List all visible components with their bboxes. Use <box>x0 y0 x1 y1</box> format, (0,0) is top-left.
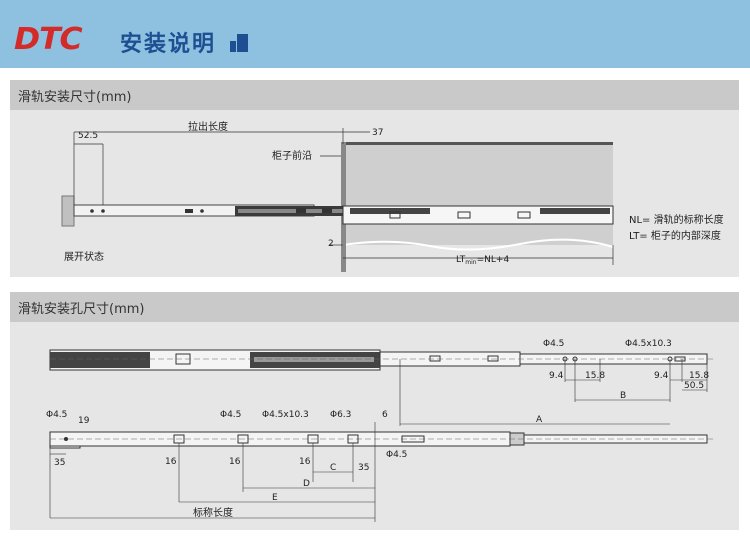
phi45x103-label-a: Φ4.5x10.3 <box>625 339 672 349</box>
mounting-holes-diagram: Φ4.5 Φ4.5x10.3 9.4 15.8 9.4 15.8 50.5 B … <box>46 339 715 522</box>
title-square-icon <box>230 34 248 52</box>
hole-marker <box>517 211 531 219</box>
hole-marker <box>90 209 94 213</box>
hole-marker <box>487 355 499 362</box>
dim-50-5-label: 50.5 <box>684 381 704 391</box>
hole-marker <box>296 208 306 213</box>
cabinet-front-label: 柜子前沿 <box>272 149 312 162</box>
dim-35-label-left: 35 <box>54 458 65 468</box>
dim-E-label: E <box>272 493 278 503</box>
phi45-label-b: Φ4.5 <box>46 410 67 420</box>
hole-marker <box>322 208 332 213</box>
dim-16-label-b: 16 <box>229 457 241 467</box>
dim-6-label: 6 <box>382 410 388 420</box>
hole-marker <box>389 211 401 219</box>
hole-marker <box>101 209 105 213</box>
outer-member-end <box>540 208 610 214</box>
pull-out-length-label: 拉出长度 <box>188 120 228 133</box>
dim-19-label: 19 <box>78 416 90 426</box>
dim-A-label: A <box>536 415 543 425</box>
extended-slide-diagram: 52.5 拉出长度 37 柜子前沿 2 展开状态 LTmin=NL+4 NL= … <box>61 120 724 272</box>
mounting-holes-panel: 滑轨安装孔尺寸(mm) Φ4.5 Φ4.5x10.3 9.4 15.8 9.4 … <box>10 292 739 530</box>
lt-formula-subscript: min <box>465 259 477 266</box>
phi45-label-d: Φ4.5 <box>386 450 407 460</box>
outer-member-ball-cage <box>350 208 430 214</box>
section-title: 滑轨安装孔尺寸(mm) <box>18 302 145 317</box>
brand-logo: DTC <box>14 22 83 57</box>
dim-C-label: C <box>330 463 336 473</box>
phi45x103-label-b: Φ4.5x10.3 <box>262 410 309 420</box>
svg-text:LTmin=NL+4: LTmin=NL+4 <box>456 255 509 266</box>
dim-9-4-label-a: 9.4 <box>549 371 564 381</box>
legend-lt: LT= 柜子的内部深度 <box>629 229 721 242</box>
phi63-label: Φ6.3 <box>330 410 351 420</box>
dim-16-label-a: 16 <box>165 457 177 467</box>
header-bar: DTC 安装说明 <box>0 0 750 68</box>
hole-marker <box>64 437 68 441</box>
dim-D-label: D <box>303 479 310 489</box>
phi45-label-c: Φ4.5 <box>220 410 241 420</box>
panel-header: 滑轨安装孔尺寸(mm) <box>10 292 739 322</box>
nominal-length-label: 标称长度 <box>193 506 233 519</box>
middle-member-inner <box>238 209 350 213</box>
hole-marker <box>457 211 471 219</box>
lower-slide-rail <box>523 434 708 444</box>
legend-nl: NL= 滑轨的标称长度 <box>629 213 724 226</box>
dim-16-label-c: 16 <box>299 457 311 467</box>
panel-header: 滑轨安装尺寸(mm) <box>10 80 739 110</box>
dim-37-label: 37 <box>372 128 383 138</box>
cabinet-side <box>343 144 613 245</box>
dim-52-5-label: 52.5 <box>78 131 98 141</box>
front-bracket <box>61 195 75 227</box>
upper-slide-front <box>50 352 150 368</box>
cabinet-break-line <box>342 238 614 251</box>
cabinet-top-edge <box>343 142 613 145</box>
dim-35-label-right: 35 <box>358 463 369 473</box>
hole-marker <box>200 209 204 213</box>
installation-dimensions-panel: 滑轨安装尺寸(mm) 52.5 拉出长度 3 <box>10 80 739 277</box>
hole-marker <box>185 209 193 213</box>
dim-15-8-label-b: 15.8 <box>689 371 709 381</box>
dim-9-4-label-b: 9.4 <box>654 371 669 381</box>
dim-B-label: B <box>620 391 626 401</box>
lt-formula-prefix: LT <box>456 255 466 265</box>
dim-2-label: 2 <box>328 239 334 249</box>
lt-formula-suffix: =NL+4 <box>477 255 510 265</box>
extended-state-label: 展开状态 <box>64 250 104 263</box>
hole-marker <box>401 435 425 443</box>
upper-slide-middle-inner <box>254 357 374 362</box>
section-title: 滑轨安装尺寸(mm) <box>18 90 132 105</box>
page-title: 安装说明 <box>120 32 217 57</box>
phi45-label-a: Φ4.5 <box>543 339 564 349</box>
hole-marker <box>429 355 441 362</box>
dim-15-8-label-a: 15.8 <box>585 371 605 381</box>
